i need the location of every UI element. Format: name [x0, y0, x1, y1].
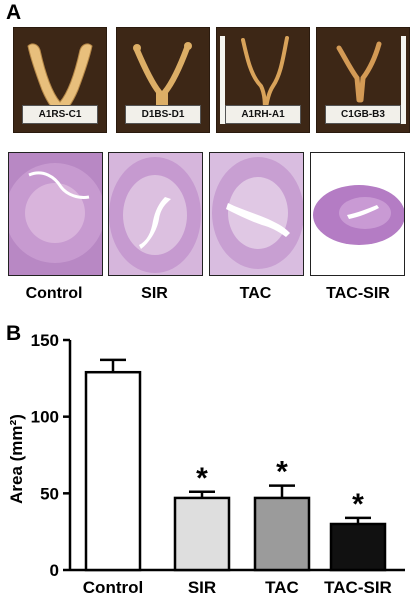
y-tick-label: 100: [31, 408, 59, 427]
histology-control: [8, 152, 103, 276]
specimen-tag: C1GB-B3: [325, 105, 401, 124]
specimen-photo-control: A1RS-C1: [13, 27, 107, 133]
specimen-photo-tac: A1RH-A1: [216, 27, 310, 133]
group-label-tac-sir: TAC-SIR: [326, 285, 390, 302]
bar-tac: [253, 496, 311, 572]
histology-sir: [108, 152, 203, 276]
y-tick-label: 0: [50, 561, 59, 580]
histology-tac-sir: [310, 152, 405, 276]
y-tick-label: 150: [31, 331, 59, 350]
specimen-tag: A1RS-C1: [22, 105, 98, 124]
group-label-control: Control: [25, 285, 83, 302]
specimen-photo-tac-sir: C1GB-B3: [316, 27, 410, 133]
group-label-sir: SIR: [141, 285, 168, 302]
x-tick-label: Control: [83, 578, 143, 597]
x-tick-label: TAC-SIR: [324, 578, 392, 597]
x-tick-label: SIR: [188, 578, 216, 597]
significance-star: *: [276, 456, 288, 489]
y-axis-label: Area (mm²): [7, 414, 26, 504]
x-tick-label: TAC: [265, 578, 299, 597]
histology-tac: [209, 152, 304, 276]
specimen-tag: A1RH-A1: [225, 105, 301, 124]
specimen-shape-tac-sir: [336, 41, 382, 103]
y-tick-label: 50: [40, 484, 59, 503]
bar-tac-sir: [329, 522, 387, 572]
bar-control: [84, 370, 142, 572]
specimen-shape-control: [27, 43, 93, 115]
ruler: [220, 36, 225, 124]
significance-star: *: [196, 462, 208, 495]
significance-star: *: [352, 488, 364, 521]
specimen-tag: D1BS-D1: [125, 105, 201, 124]
panel-a-letter: A: [6, 1, 22, 24]
specimen-photo-sir: D1BS-D1: [116, 27, 210, 133]
panel-b-letter: B: [6, 322, 22, 345]
bar-sir: [173, 496, 231, 572]
group-label-tac: TAC: [239, 285, 272, 302]
ruler: [401, 36, 406, 124]
